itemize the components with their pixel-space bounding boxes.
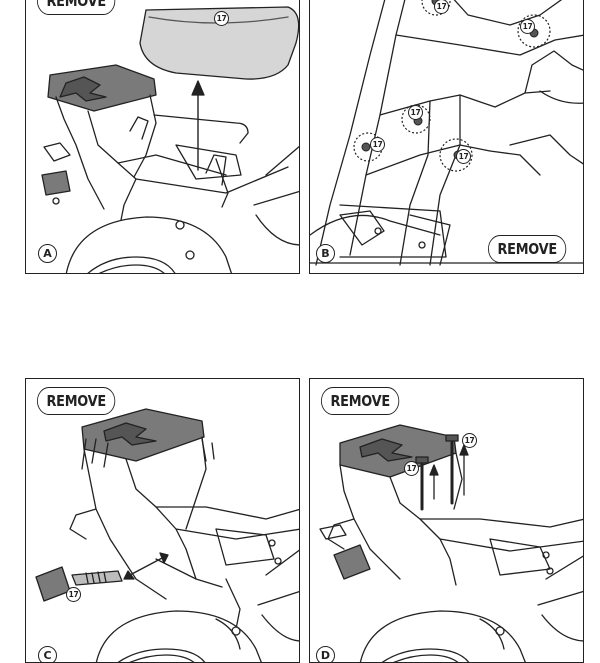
part-17-callout: 17 [66, 587, 81, 602]
part-17-callout: 17 [404, 461, 419, 476]
illustration-remove-bolts-under-seat [310, 0, 583, 266]
part-17-callout: 17 [214, 11, 229, 26]
remove-label: REMOVE [321, 387, 400, 415]
part-17-callout: 17 [370, 137, 385, 152]
panel-letter-d: D [316, 646, 335, 662]
illustration-remove-plate-bolts [319, 424, 583, 662]
part-17-callout: 17 [456, 149, 471, 164]
panel-d: REMOVE 17 17 D [309, 378, 584, 663]
panel-a: REMOVE 17 A [25, 0, 300, 274]
part-17-callout: 17 [462, 433, 477, 448]
illustration-remove-top-case [41, 6, 299, 273]
remove-label: REMOVE [488, 235, 567, 263]
part-17-callout: 17 [520, 19, 535, 34]
illustration-remove-handle-bolts [35, 408, 299, 662]
remove-label: REMOVE [37, 387, 116, 415]
remove-label: REMOVE [37, 0, 116, 15]
panel-letter-b: B [316, 244, 335, 263]
panel-letter-c: C [38, 646, 57, 662]
panel-b: 17 17 17 17 17 REMOVE B [309, 0, 584, 274]
panel-letter-a: A [38, 244, 57, 263]
part-17-callout: 17 [408, 105, 423, 120]
panel-c: REMOVE 17 C [25, 378, 300, 663]
part-17-callout: 17 [434, 0, 449, 14]
